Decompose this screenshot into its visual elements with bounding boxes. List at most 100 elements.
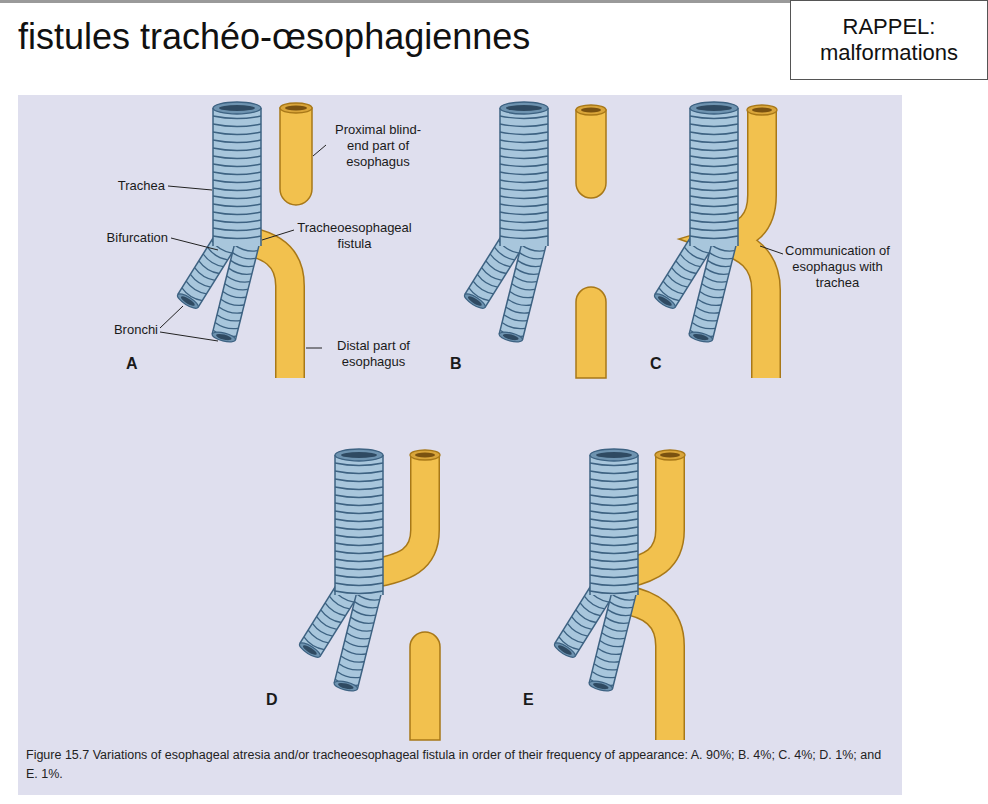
cartilage-ring	[519, 253, 543, 261]
cartilage-ring	[500, 212, 548, 215]
part-label: Communication of esophagus with trachea	[785, 243, 890, 291]
bronchus-body	[689, 237, 736, 340]
cartilage-ring	[500, 180, 548, 183]
cartilage-ring	[697, 299, 721, 307]
trachea	[176, 102, 261, 344]
cartilage-ring	[597, 648, 621, 656]
cartilage-ring	[603, 625, 627, 633]
cartilage-ring	[609, 602, 633, 610]
cartilage-ring	[335, 511, 383, 514]
trachea-body	[590, 455, 638, 595]
bronchus-lumen	[692, 333, 709, 342]
cartilage-ring	[335, 583, 383, 586]
bronchus-lumen	[215, 333, 232, 342]
cartilage-ring	[707, 260, 731, 268]
cartilage-ring	[232, 253, 256, 261]
cartilage-ring	[500, 124, 548, 127]
bronchus-wall	[689, 237, 713, 334]
cartilage-ring	[500, 188, 548, 191]
trachea-wall	[260, 108, 262, 246]
cartilage-ring	[335, 551, 383, 554]
trachea	[463, 102, 548, 344]
bronchus-wall	[589, 586, 613, 683]
bronchus	[333, 586, 381, 693]
cartilage-ring	[590, 567, 638, 570]
bronchus-lumen	[180, 295, 196, 308]
bronchus-opening	[688, 330, 713, 344]
bronchus-lumen	[337, 682, 354, 691]
cartilage-ring	[593, 664, 617, 672]
cartilage-ring	[690, 236, 738, 239]
cartilage-ring	[230, 260, 254, 268]
bronchus-wall	[612, 592, 636, 689]
part-label: Bronchi	[90, 322, 158, 338]
esophagus-opening	[655, 450, 685, 460]
trachea-lumen	[696, 105, 732, 111]
slide-title: fistules trachéo-œsophagiennes	[18, 16, 530, 58]
cartilage-ring	[521, 245, 545, 253]
bronchus-lumen	[467, 295, 483, 308]
cartilage-ring	[500, 132, 548, 135]
panel-letter-holder: E	[523, 690, 543, 710]
trachea-wall	[212, 108, 214, 246]
cartilage-ring	[690, 188, 738, 191]
bronchus-opening	[463, 291, 488, 311]
cartilage-ring	[599, 640, 623, 648]
cartilage-ring	[590, 463, 638, 466]
anatomy-drawing	[176, 102, 777, 740]
cartilage-ring	[213, 140, 261, 143]
cartilage-ring	[222, 291, 246, 299]
cartilage-ring	[500, 148, 548, 151]
bronchus-lumen	[657, 295, 673, 308]
cartilage-ring	[690, 204, 738, 207]
bronchus-opening	[211, 330, 236, 344]
panel-letter-holder: D	[266, 690, 286, 710]
esophagus-lumen	[752, 108, 772, 113]
bronchus-opening	[653, 291, 678, 311]
cartilage-ring	[690, 220, 738, 223]
cartilage-ring	[690, 196, 738, 199]
figure-caption-holder: Figure 15.7 Variations of esophageal atr…	[26, 746, 886, 784]
bronchus	[211, 237, 259, 344]
bronchus	[688, 237, 736, 344]
bronchus-opening	[498, 330, 523, 344]
esophagus-segment	[410, 632, 440, 740]
cartilage-ring	[611, 594, 635, 602]
bronchus-opening	[176, 291, 201, 311]
cartilage-ring	[213, 156, 261, 159]
trachea-wall	[737, 108, 739, 246]
trachea-body	[213, 108, 261, 246]
cartilage-ring	[690, 164, 738, 167]
cartilage-ring	[690, 132, 738, 135]
cartilage-ring	[690, 140, 738, 143]
trachea-body	[500, 108, 548, 246]
bronchus-body	[499, 237, 546, 340]
bronchus-wall	[522, 243, 546, 340]
cartilage-ring	[335, 503, 383, 506]
cartilage-ring	[336, 671, 360, 679]
part-label-holder: Distal part of esophagus	[326, 338, 421, 370]
cartilage-ring	[517, 260, 541, 268]
trachea-opening	[500, 102, 548, 114]
cartilage-ring	[690, 172, 738, 175]
cartilage-ring	[711, 245, 735, 253]
trachea-lumen	[596, 452, 632, 458]
cartilage-ring	[213, 116, 261, 119]
cartilage-ring	[226, 276, 250, 284]
bronchus-lumen	[302, 644, 318, 657]
cartilage-ring	[591, 671, 615, 679]
cartilage-ring	[350, 617, 374, 625]
bronchus-wall	[712, 243, 736, 340]
panel-letter: E	[523, 690, 543, 710]
reminder-box: RAPPEL: malformations	[790, 0, 988, 80]
cartilage-ring	[690, 228, 738, 231]
cartilage-ring	[338, 664, 362, 672]
bronchus-opening	[333, 679, 358, 693]
panel-letter: A	[126, 354, 146, 374]
cartilage-ring	[693, 315, 717, 323]
part-label: Trachea	[95, 178, 165, 194]
cartilage-ring	[335, 535, 383, 538]
cartilage-ring	[601, 633, 625, 641]
trachea-wall	[589, 455, 591, 595]
panel-letter: B	[450, 354, 470, 374]
